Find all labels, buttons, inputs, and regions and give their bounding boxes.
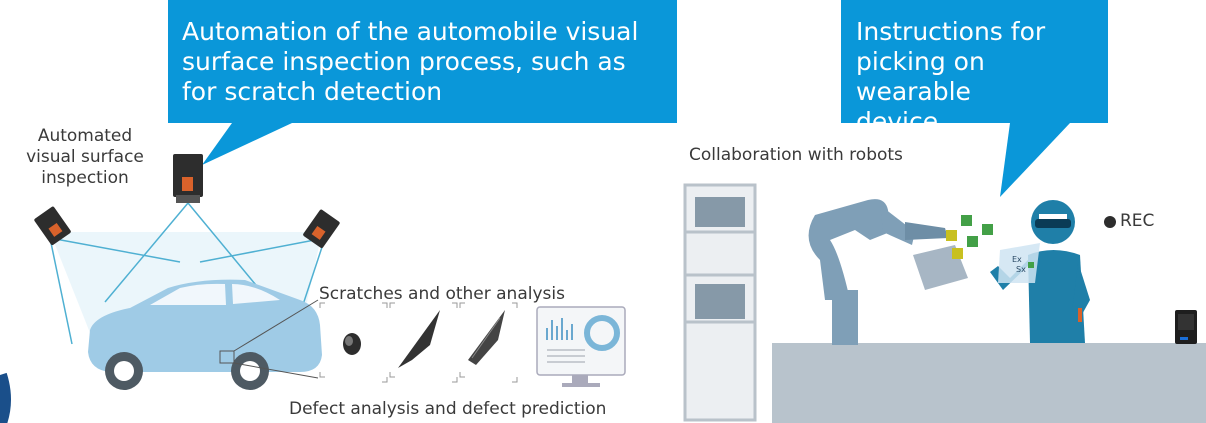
callout-left-line-2: surface inspection process, such as (182, 47, 626, 76)
automated-inspection-label: Automated visual surface inspection (26, 126, 144, 188)
robot-arm (808, 199, 968, 345)
callout-right-bubble (841, 0, 1108, 197)
worker-figure (990, 200, 1090, 343)
callout-left-text: Automation of the automobile visual surf… (182, 17, 672, 107)
callout-right-line-1: Instructions for (856, 17, 1046, 46)
picking-parts (946, 215, 993, 259)
car-illustration (88, 279, 322, 390)
rec-indicator-dot (1104, 216, 1116, 228)
scratch-panels (319, 302, 518, 383)
camera-right (303, 209, 340, 249)
callout-left-line-1: Automation of the automobile visual (182, 17, 639, 46)
decorative-arc (0, 372, 11, 423)
callout-right-line-2: picking on wearable (856, 47, 985, 106)
callout-left-line-3: for scratch detection (182, 77, 443, 106)
callout-right-line-3: device (856, 107, 939, 136)
callout-left-bubble (168, 0, 677, 165)
wall-device (1175, 310, 1197, 344)
defect-label: Defect analysis and defect prediction (289, 399, 607, 419)
callout-right-text: Instructions for picking on wearable dev… (856, 17, 1106, 137)
scratches-label: Scratches and other analysis (319, 284, 565, 304)
collaboration-label: Collaboration with robots (689, 145, 903, 165)
work-table (772, 343, 1206, 423)
shelf-rack (683, 183, 757, 422)
camera-left (34, 206, 71, 246)
rec-label: REC (1120, 211, 1155, 231)
camera-top (173, 154, 203, 203)
glasses-text: Ex (1012, 255, 1022, 264)
svg-text:Sx: Sx (1016, 265, 1026, 274)
monitor-illustration (536, 306, 626, 387)
scratch-marks (343, 310, 505, 368)
